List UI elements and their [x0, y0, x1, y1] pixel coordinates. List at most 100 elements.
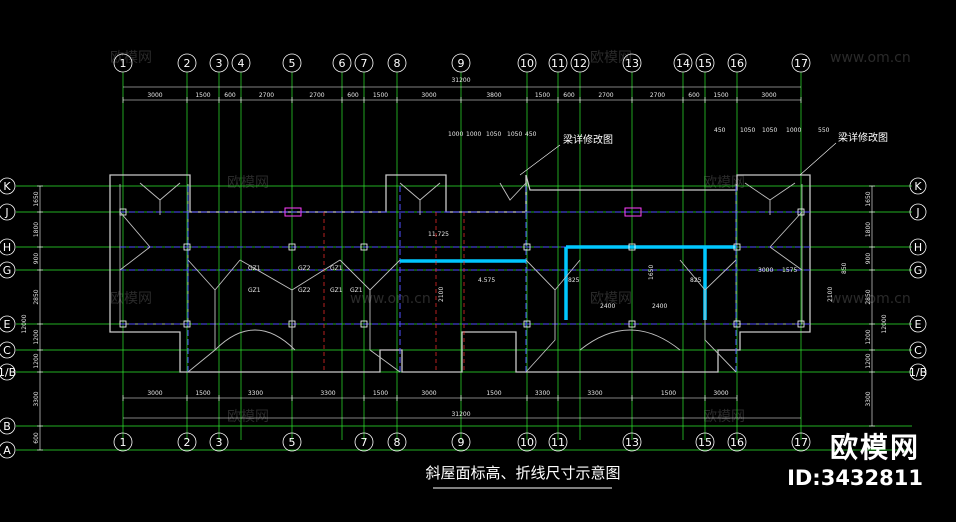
axis-bubble-bottom [727, 432, 747, 452]
detail-dim-left: 450 [525, 131, 537, 138]
axis-label-top: 6 [339, 57, 346, 70]
bottom-dim-value: 3300 [248, 390, 263, 397]
column-square [360, 243, 368, 251]
axis-label-bottom: 3 [216, 436, 223, 449]
roof-hip-line [499, 182, 527, 201]
axis-bubble-top [673, 53, 693, 73]
gz-label: GZ2 [298, 265, 311, 272]
top-dim-value: 600 [688, 92, 700, 99]
gz-label: GZ2 [298, 287, 311, 294]
column-square [183, 243, 191, 251]
left-dim-value: 600 [33, 432, 40, 444]
left-dim-value: 1200 [33, 353, 40, 368]
axis-label-right: H [914, 241, 922, 254]
ghost-watermark-url: www.om.cn [830, 50, 911, 66]
axis-bubble-bottom [113, 432, 133, 452]
axis-label-top: 3 [216, 57, 223, 70]
top-dim-value: 2700 [259, 92, 274, 99]
gz-label: GZ1 [248, 265, 261, 272]
left-dim-value: 900 [33, 253, 40, 265]
top-dim-value: 3000 [421, 92, 436, 99]
column-square [183, 320, 191, 328]
top-dim-value: 1500 [195, 92, 210, 99]
top-dim-value: 1500 [373, 92, 388, 99]
axis-label-top: 12 [573, 57, 587, 70]
axis-label-top: 1 [120, 57, 127, 70]
roof-hip-line [139, 182, 181, 215]
axis-bubble-top [517, 53, 537, 73]
axis-label-bottom: 7 [361, 436, 368, 449]
column-square [628, 243, 636, 251]
axis-bubble-bottom [177, 432, 197, 452]
bottom-dim-value: 1500 [373, 390, 388, 397]
axis-bubble-right [909, 341, 927, 359]
gz-label: GZ1 [248, 287, 261, 294]
dim-3000: 3000 [758, 267, 773, 274]
axis-bubble-bottom [517, 432, 537, 452]
axis-bubble-bottom [695, 432, 715, 452]
roof-hip-lines [119, 182, 803, 373]
roof-hip-line [119, 211, 151, 271]
axis-bubble-right [909, 315, 927, 333]
ghost-watermark-text: 欧模网 [590, 291, 632, 307]
axis-label-left: G [3, 264, 12, 277]
beam-note-left: 梁详修改图 [563, 133, 613, 146]
bottom-dim-value: 1500 [195, 390, 210, 397]
axis-label-top: 9 [458, 57, 465, 70]
axis-bubble-bottom [209, 432, 229, 452]
ghost-watermark-text: 欧模网 [227, 409, 269, 425]
left-dim-value: 1800 [33, 222, 40, 237]
dim-4575: 4.575 [478, 277, 495, 284]
right-dim-value: 900 [865, 253, 872, 265]
dim-825b: 825 [690, 277, 702, 284]
axis-label-bottom: 5 [289, 436, 296, 449]
beam-note-right-leader [799, 142, 837, 176]
axis-bubble-top [332, 53, 352, 73]
axis-label-top: 13 [625, 57, 639, 70]
top-dim-value: 1500 [713, 92, 728, 99]
left-dim-value: 1650 [33, 191, 40, 206]
axis-bubble-left [0, 177, 16, 195]
axis-bubble-top [451, 53, 471, 73]
column-square [523, 243, 531, 251]
top-total-value: 31200 [451, 77, 470, 84]
column-square [797, 208, 805, 216]
axis-label-right: C [914, 344, 922, 357]
axis-bubble-top [113, 53, 133, 73]
axis-label-right: G [914, 264, 923, 277]
top-dim-value: 600 [347, 92, 359, 99]
axis-bubble-bottom [548, 432, 568, 452]
detail-dim-right: 550 [818, 127, 830, 134]
axis-bubble-bottom [791, 432, 811, 452]
axis-bubble-right [909, 261, 927, 279]
bottom-total-value: 31200 [451, 411, 470, 418]
detail-dim-left: 1000 [466, 131, 481, 138]
axis-label-top: 15 [698, 57, 712, 70]
axis-bubble-right [909, 177, 927, 195]
drawing-title: 斜屋面标高、折线尺寸示意图 [425, 464, 620, 482]
roof-hip-line [679, 259, 737, 373]
roof-hip-line [187, 259, 241, 373]
top-dim-value: 3000 [761, 92, 776, 99]
bottom-dim-value: 3300 [587, 390, 602, 397]
axis-label-top: 2 [184, 57, 191, 70]
dim-2100b: 2100 [827, 287, 834, 302]
roof-hip-line [769, 211, 803, 271]
ghost-watermark-text: 欧模网 [590, 50, 632, 66]
gz-label: GZ1 [350, 287, 363, 294]
axis-label-top: 16 [730, 57, 744, 70]
right-dim-value: 2850 [865, 289, 872, 304]
column-square [733, 320, 741, 328]
dim-1575: 1575 [782, 267, 797, 274]
gz-label: GZ1 [330, 265, 343, 272]
magenta-marker [284, 207, 302, 217]
axis-bubble-right [909, 238, 927, 256]
bottom-dim-value: 3000 [421, 390, 436, 397]
roof-arc [579, 329, 681, 351]
detail-dim-right: 1050 [740, 127, 755, 134]
dim-1650: 1650 [648, 265, 655, 280]
